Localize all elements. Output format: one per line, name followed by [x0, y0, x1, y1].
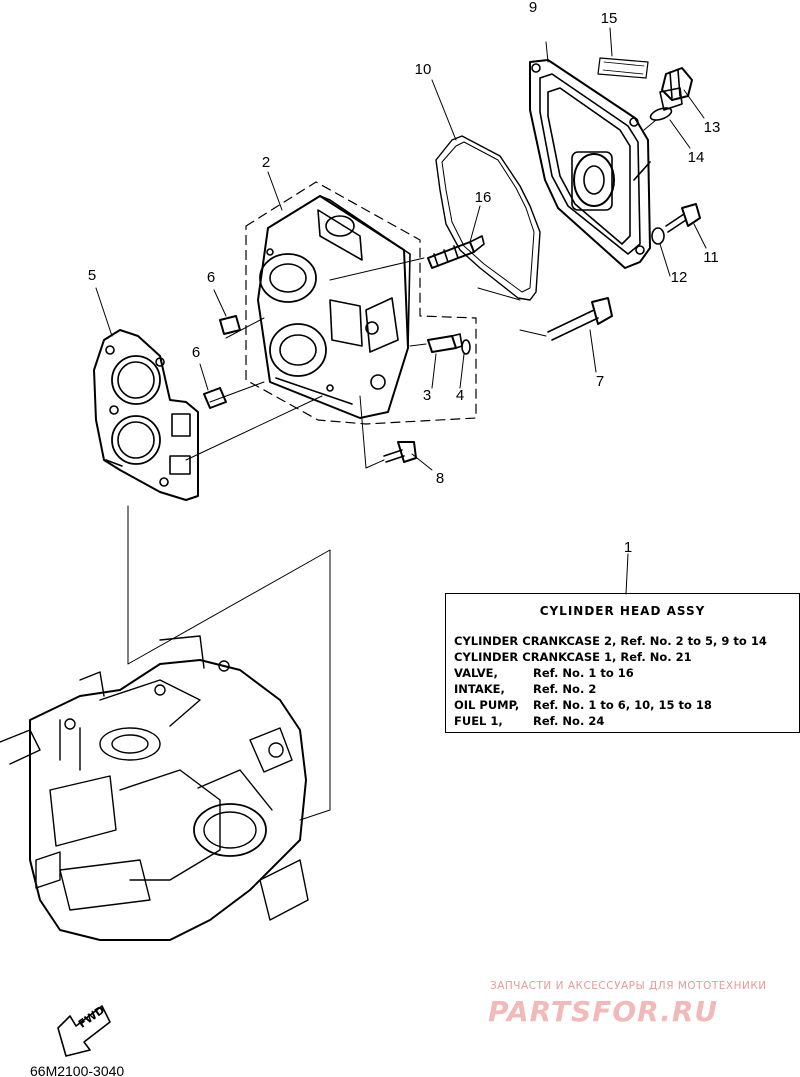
callout-12: 12 — [670, 269, 688, 286]
callout-5: 5 — [87, 267, 97, 284]
label-plate — [597, 57, 649, 79]
diagram-code: 66M2100-3040 — [30, 1063, 125, 1077]
assembly-row-refs: Ref. No. 24 — [533, 714, 605, 728]
assembly-row-refs: Ref. No. 2 to 5, 9 to 14 — [620, 634, 767, 648]
callout-9: 9 — [528, 0, 538, 16]
assembly-row: VALVE, Ref. No. 1 to 16 — [454, 666, 634, 680]
callout-1: 1 — [623, 539, 633, 556]
assembly-row-name: CYLINDER CRANKCASE 2, — [454, 634, 617, 648]
assembly-row: CYLINDER CRANKCASE 2, Ref. No. 2 to 5, 9… — [454, 634, 767, 648]
cylinder-head — [257, 195, 411, 419]
watermark-tagline: ЗАПЧАСТИ И АКСЕССУАРЫ ДЛЯ МОТОТЕХНИКИ — [490, 980, 767, 992]
assembly-row-name: CYLINDER CRANKCASE 1, — [454, 650, 617, 664]
callout-15: 15 — [600, 10, 618, 27]
assembly-row-refs: Ref. No. 1 to 16 — [533, 666, 634, 680]
callout-4: 4 — [455, 387, 465, 404]
callout-6-lower: 6 — [191, 344, 201, 361]
assembly-row: FUEL 1, Ref. No. 24 — [454, 714, 604, 728]
head-gasket — [93, 329, 199, 501]
valve-o-ring — [461, 339, 471, 355]
assembly-row-refs: Ref. No. 21 — [620, 650, 692, 664]
assembly-row: OIL PUMP, Ref. No. 1 to 6, 10, 15 to 18 — [454, 698, 712, 712]
assembly-row-name: INTAKE, — [454, 682, 505, 696]
callout-3: 3 — [422, 387, 432, 404]
assembly-row-refs: Ref. No. 1 to 6, 10, 15 to 18 — [533, 698, 712, 712]
assembly-info-box: CYLINDER HEAD ASSY CYLINDER CRANKCASE 2,… — [445, 593, 800, 733]
cylinder-block — [0, 635, 309, 941]
assembly-row: INTAKE, Ref. No. 2 — [454, 682, 596, 696]
cylinder-head-cover — [529, 59, 651, 269]
oil-filler-cap — [659, 67, 693, 111]
dowel-pin-lower — [203, 387, 227, 409]
head-bolt-short — [383, 441, 417, 463]
watermark-brand: PARTSFOR.RU — [488, 995, 719, 1028]
assembly-row: CYLINDER CRANKCASE 1, Ref. No. 21 — [454, 650, 692, 664]
valve — [427, 333, 463, 353]
callout-7: 7 — [595, 373, 605, 390]
callout-13: 13 — [703, 119, 721, 136]
assembly-title: CYLINDER HEAD ASSY — [539, 604, 706, 618]
assembly-row-refs: Ref. No. 2 — [533, 682, 597, 696]
callout-16: 16 — [474, 189, 492, 206]
cover-bolt — [665, 203, 701, 233]
dowel-pin-upper — [219, 315, 241, 335]
callout-10: 10 — [414, 61, 432, 78]
assembly-row-name: VALVE, — [454, 666, 498, 680]
forward-arrow — [57, 1005, 111, 1057]
spark-plug — [427, 235, 485, 269]
callout-14: 14 — [687, 149, 705, 166]
head-bolt-long — [547, 297, 613, 341]
washer — [651, 227, 665, 245]
o-ring — [649, 107, 673, 121]
cylinder-head-group-box — [245, 181, 477, 425]
assembly-row-name: OIL PUMP, — [454, 698, 520, 712]
assembly-row-name: FUEL 1, — [454, 714, 503, 728]
callout-11: 11 — [703, 249, 719, 266]
leader-lines — [95, 27, 707, 821]
cover-gasket — [435, 135, 541, 301]
callout-8: 8 — [435, 470, 445, 487]
callout-6-upper: 6 — [206, 269, 216, 286]
callout-2: 2 — [261, 154, 271, 171]
